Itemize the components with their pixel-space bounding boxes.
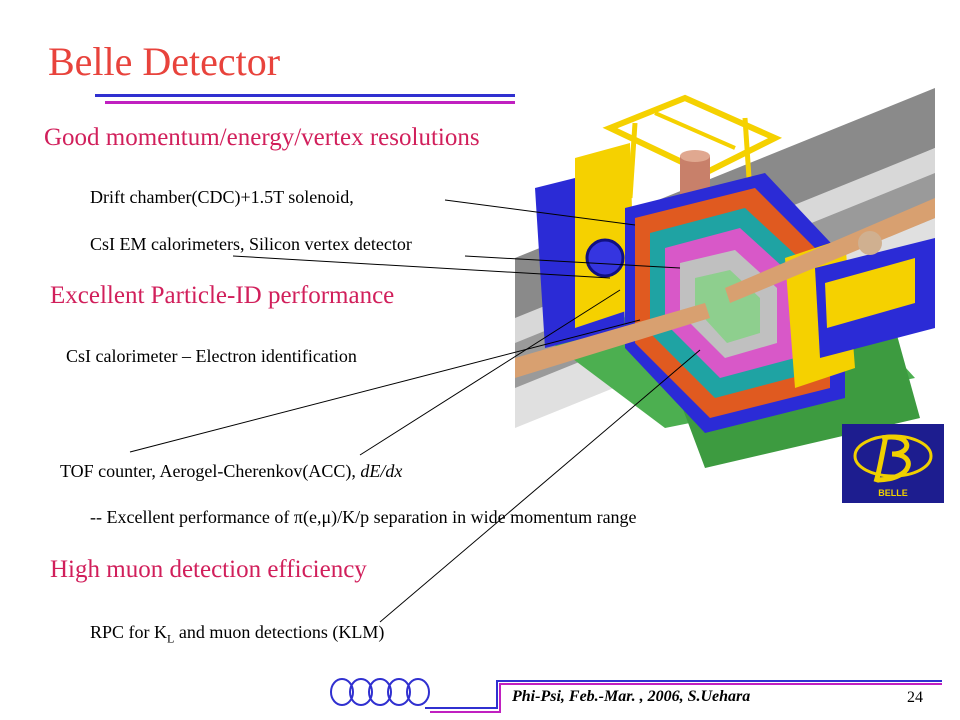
text-rpc-sub: L — [167, 631, 175, 646]
leader-line-electron-id — [129, 319, 641, 453]
footer-event: Phi-Psi, Feb.-Mar. , 2006 — [512, 688, 680, 705]
belle-logo-mark: BELLE — [853, 434, 933, 498]
footer-rule-blue — [425, 680, 942, 709]
footer-ring-1 — [330, 678, 354, 706]
symbol-pi: π — [293, 507, 303, 527]
text-rpc: RPC for KL and muon detections (KLM) — [90, 622, 384, 647]
symbol-mu: μ — [321, 507, 332, 527]
text-dedx: dE/dx — [360, 461, 403, 481]
heading-resolutions: Good momentum/energy/vertex resolutions — [44, 124, 480, 151]
footer-ring-2 — [349, 678, 373, 706]
page-number: 24 — [907, 689, 923, 706]
leader-line-svd — [464, 255, 681, 269]
leader-line-tof — [359, 289, 621, 456]
leader-line-calorimeter — [232, 255, 611, 279]
heading-particle-id: Excellent Particle-ID performance — [50, 282, 395, 309]
footer-rule-magenta — [430, 683, 942, 713]
belle-logo-text: BELLE — [878, 488, 908, 498]
text-csi-calorimeter: CsI calorimeter – Electron identificatio… — [66, 346, 357, 366]
text-separation-post: )/K/p separation in wide momentum range — [331, 507, 637, 527]
footer-ring-4 — [387, 678, 411, 706]
text-tof-counter: TOF counter, Aerogel-Cherenkov(ACC), dE/… — [60, 461, 402, 482]
leader-line-cdc — [444, 199, 636, 226]
text-rpc-post: and muon detections (KLM) — [174, 622, 385, 642]
text-separation-pre: -- Excellent performance of — [90, 507, 294, 527]
footer-citation: Phi-Psi, Feb.-Mar. , 2006, S.Uehara — [512, 688, 750, 706]
text-separation: -- Excellent performance of π(e,μ)/K/p s… — [90, 507, 637, 528]
title-rule-blue — [95, 94, 520, 97]
footer-ring-3 — [368, 678, 392, 706]
text-rpc-pre: RPC for K — [90, 622, 168, 642]
belle-detector-illustration — [515, 88, 935, 483]
title-rule-magenta — [105, 101, 520, 104]
slide-title: Belle Detector — [48, 39, 281, 84]
text-drift-chamber: Drift chamber(CDC)+1.5T solenoid, — [90, 187, 354, 207]
text-calorimeters: CsI EM calorimeters, Silicon vertex dete… — [90, 234, 412, 254]
text-separation-open: (e, — [302, 507, 322, 527]
text-tof-main: TOF counter, Aerogel-Cherenkov(ACC), — [60, 461, 361, 481]
heading-muon: High muon detection efficiency — [50, 556, 367, 583]
footer-ring-5 — [406, 678, 430, 706]
belle-logo: BELLE — [842, 424, 944, 503]
footer-author: , S.Uehara — [679, 688, 751, 705]
leader-line-klm — [379, 349, 701, 623]
